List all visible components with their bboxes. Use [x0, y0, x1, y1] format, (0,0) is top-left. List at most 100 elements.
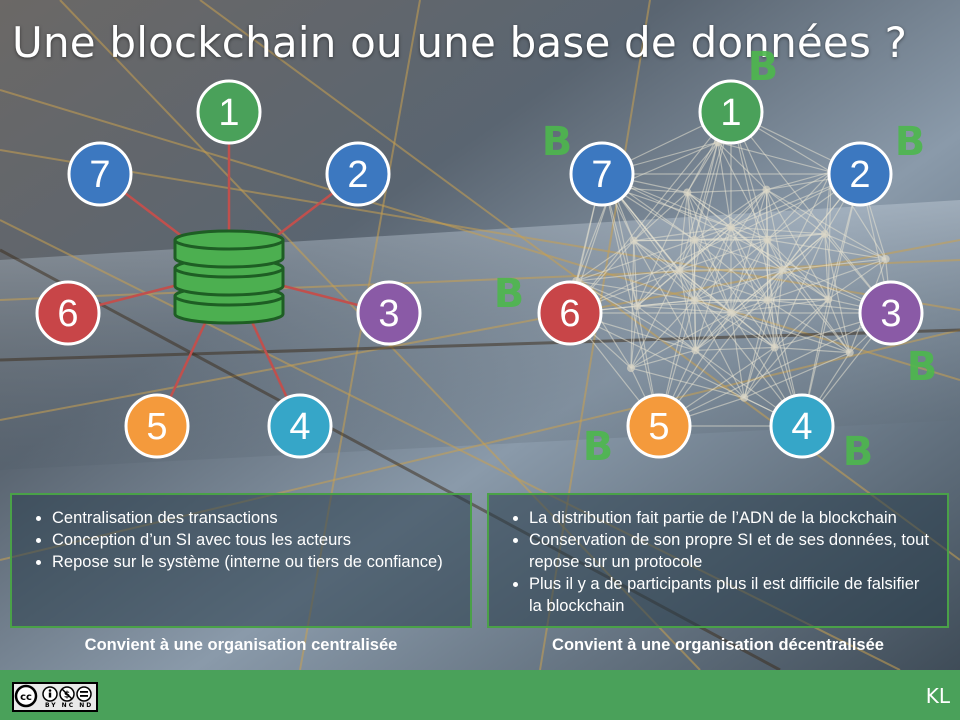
mesh-link	[695, 299, 768, 351]
centralized-points: Centralisation des transactions Concepti…	[12, 495, 470, 573]
mesh-link	[693, 239, 776, 348]
centralized-caption: Convient à une organisation centralisée	[84, 636, 398, 654]
bitcoin-icon: B	[895, 119, 926, 165]
mesh-link	[767, 171, 832, 241]
svg-text:cc: cc	[20, 692, 32, 703]
node-label: 4	[791, 406, 812, 448]
node-label: 7	[591, 154, 612, 196]
node-label: 2	[347, 154, 368, 196]
node-circle	[626, 393, 692, 459]
mesh-dot	[626, 364, 635, 373]
creative-commons-badge: cc $ BY NC ND	[12, 682, 98, 712]
mesh-link	[774, 346, 850, 354]
mesh-link	[730, 299, 768, 314]
mesh-link	[767, 239, 784, 271]
node-label: 2	[849, 154, 870, 196]
mesh-link	[601, 173, 660, 427]
mesh-link	[630, 306, 638, 369]
mesh-link	[765, 189, 829, 300]
mesh-dot	[763, 235, 772, 244]
mesh-link	[569, 173, 861, 314]
mesh-link	[694, 299, 732, 314]
mesh-link	[774, 269, 784, 348]
mesh-link	[766, 171, 832, 191]
node-label: 5	[146, 406, 167, 448]
node-circle	[67, 141, 133, 207]
mesh-link	[743, 269, 784, 398]
mesh-link	[765, 189, 769, 240]
distributed-node-4: 4	[769, 393, 835, 459]
mesh-link	[824, 233, 829, 300]
mesh-link	[637, 305, 732, 314]
mesh-link	[633, 240, 697, 351]
mesh-link	[695, 239, 769, 351]
central-node-6: 6	[35, 280, 101, 346]
mesh-dot	[633, 302, 642, 311]
central-node-2: 2	[325, 141, 391, 207]
mesh-link	[695, 346, 775, 351]
node-label: 1	[218, 92, 239, 134]
mesh-dot	[675, 266, 684, 274]
node-label: 1	[720, 92, 741, 134]
mesh-link	[658, 173, 861, 427]
mesh-dot	[683, 188, 692, 197]
central-node-7: 7	[67, 141, 133, 207]
mesh-link	[569, 111, 732, 314]
mesh-link	[774, 298, 829, 348]
mesh-link	[678, 142, 719, 271]
mesh-dot	[690, 235, 699, 244]
mesh-link	[824, 233, 851, 353]
centralized-info-box: Centralisation des transactions Concepti…	[10, 493, 472, 628]
distributed-node-6: 6	[537, 280, 603, 346]
mesh-link	[767, 299, 851, 354]
mesh-link	[774, 233, 826, 348]
mesh-link	[730, 111, 892, 314]
mesh-link	[717, 142, 732, 228]
mesh-link	[695, 349, 745, 399]
mesh-link	[730, 226, 768, 241]
mesh-link	[630, 299, 695, 369]
mesh-link	[730, 189, 767, 228]
mesh-dot	[881, 255, 890, 264]
mesh-network	[569, 111, 892, 427]
list-item: Conservation de son propre SI et de ses …	[529, 529, 933, 573]
central-node-1: 1	[196, 79, 262, 145]
mesh-link	[744, 352, 850, 399]
mesh-dot	[727, 223, 735, 232]
mesh-dot	[727, 308, 735, 317]
mesh-dot	[740, 393, 749, 402]
mesh-link	[827, 299, 851, 353]
mesh-link	[730, 226, 829, 300]
mesh-link	[767, 239, 886, 260]
list-item: Conception d’un SI avec tous les acteurs	[52, 529, 456, 551]
bitcoin-icon: B	[583, 424, 614, 470]
mesh-dot	[778, 266, 787, 274]
mesh-dot	[690, 296, 699, 305]
mesh-link	[601, 173, 892, 314]
bitcoin-icon: B	[542, 119, 573, 165]
mesh-link	[601, 173, 803, 427]
page-title: Une blockchain ou une base de données ?	[12, 18, 908, 67]
node-label: 6	[57, 293, 78, 335]
cc-license-icon: cc $	[14, 684, 92, 708]
decentralized-caption: Convient à une organisation décentralisé…	[552, 636, 884, 654]
mesh-dot	[845, 348, 854, 357]
mesh-dot	[824, 295, 833, 304]
list-item: Plus il y a de participants plus il est …	[529, 573, 933, 617]
bitcoin-icon: B	[843, 429, 874, 475]
mesh-link	[633, 240, 680, 271]
mesh-link	[636, 239, 695, 307]
mesh-link	[767, 239, 851, 353]
mesh-link	[694, 239, 768, 301]
node-circle	[827, 141, 893, 207]
node-label: 3	[378, 293, 399, 335]
mesh-dot	[762, 185, 771, 194]
distributed-node-3: 3	[858, 280, 924, 346]
svg-text:$: $	[64, 691, 70, 701]
mesh-dot	[763, 296, 772, 305]
mesh-dot	[770, 343, 779, 352]
database-icon	[173, 229, 285, 325]
